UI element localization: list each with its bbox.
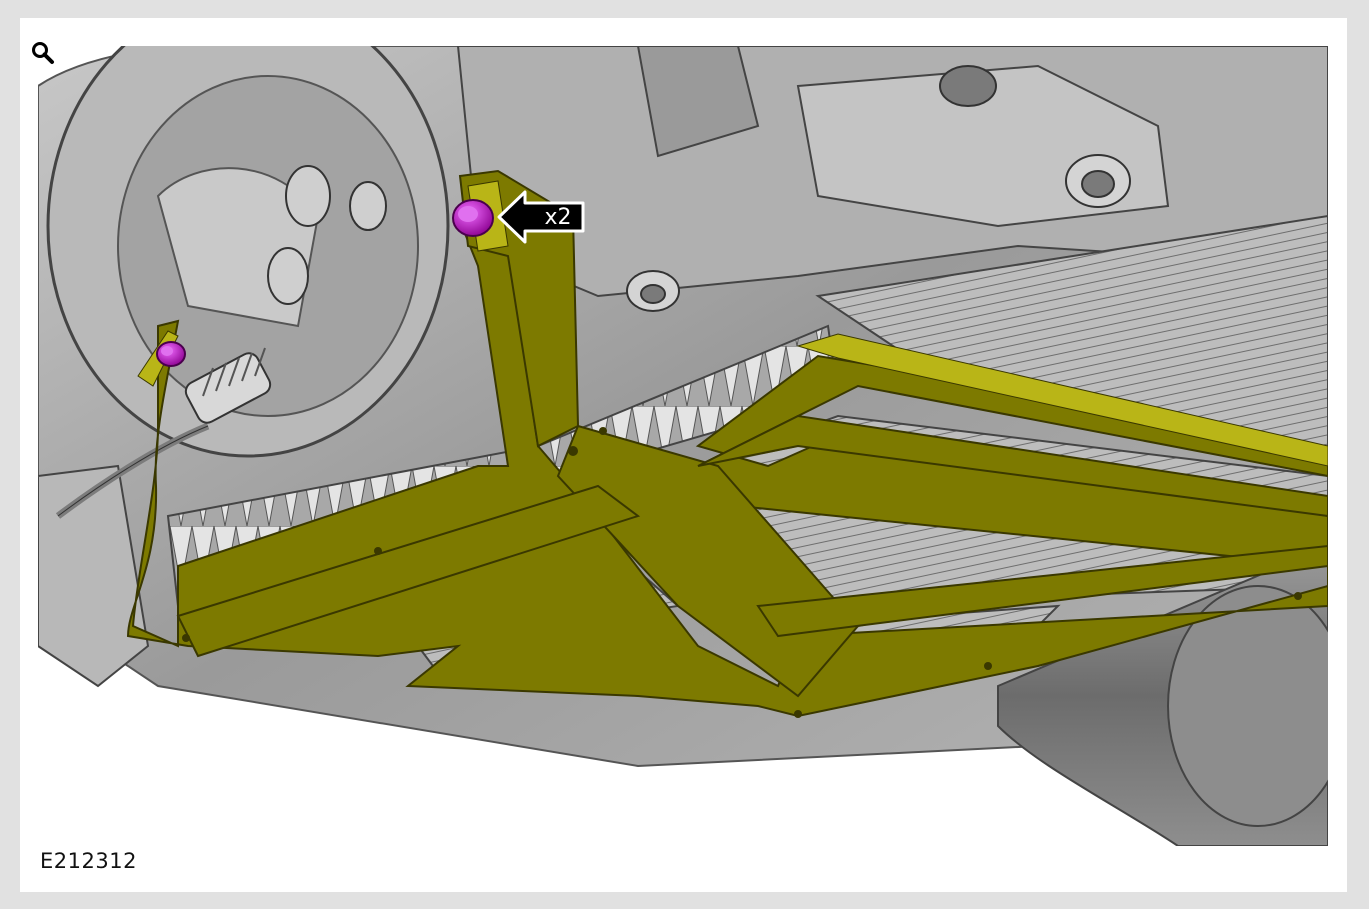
magnifier-icon[interactable] xyxy=(30,40,56,66)
arrow-left-icon xyxy=(497,190,585,244)
bracket-bolt-upper xyxy=(452,199,494,237)
speed-sensor xyxy=(184,347,272,424)
undertray-bracket xyxy=(126,169,1328,718)
technical-illustration xyxy=(38,46,1328,846)
callout-quantity-label: x2 xyxy=(544,205,572,230)
figure-id-label: E212312 xyxy=(40,849,137,873)
bracket-bolt-lower xyxy=(156,341,186,367)
